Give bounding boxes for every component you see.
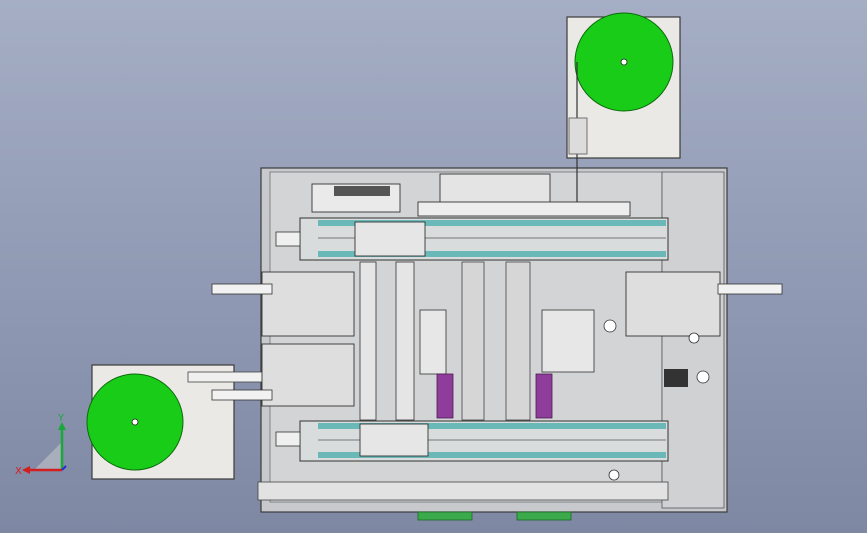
motor-lower (275, 431, 301, 447)
display-screen (334, 186, 390, 196)
bottom-tab-left (417, 511, 473, 521)
sensor-2 (688, 332, 700, 344)
reel-hub (131, 418, 139, 426)
bottom-strip (257, 481, 669, 501)
feeder-right (541, 309, 595, 373)
top-mechanism (311, 173, 631, 217)
clamp-body (261, 343, 355, 407)
y-axis-arrow (58, 422, 66, 430)
lower-linear-module (275, 420, 669, 462)
guide-3 (461, 261, 485, 421)
vertical-guides (359, 261, 595, 421)
x-axis-arrow (22, 466, 30, 474)
rail-stripe-bottom (318, 251, 666, 257)
reel-guide (568, 117, 588, 155)
purple-block-right (535, 373, 553, 419)
rail-stripe-top (318, 220, 666, 226)
guide-2 (395, 261, 415, 421)
sensor-4 (608, 469, 620, 481)
square-block (664, 369, 688, 387)
reel-top-right (566, 12, 681, 215)
purple-block-left (436, 373, 454, 419)
guide-4 (505, 261, 531, 421)
cylinder (211, 283, 273, 295)
rail-carriage (359, 423, 429, 457)
upper-linear-module (275, 217, 669, 261)
cylinder (211, 389, 273, 401)
sensor-1 (603, 319, 617, 333)
clamp-body (625, 271, 721, 337)
axis-plane (34, 442, 62, 470)
reel-hub (620, 58, 628, 66)
rail-stripe-top (318, 423, 666, 429)
clamp-body (261, 271, 355, 337)
cylinder (717, 283, 783, 295)
reel-bottom-left (86, 364, 267, 480)
rail-carriage (354, 221, 426, 257)
sensor-3 (696, 370, 710, 384)
axis-label-y: Y (57, 413, 65, 424)
z-axis-line (61, 465, 67, 471)
left-clamp-lower (211, 343, 355, 407)
axis-triad: Y X (15, 413, 67, 477)
feeder-bar (417, 201, 631, 217)
motor-upper (275, 231, 301, 247)
right-panel-details (603, 319, 710, 481)
right-clamp (625, 271, 783, 337)
bottom-tab-right (516, 511, 572, 521)
feeder-head (439, 173, 551, 205)
left-clamp-upper (211, 271, 355, 337)
rail-stripe-bottom (318, 452, 666, 458)
reel-feed-arm (187, 371, 267, 383)
guide-1 (359, 261, 377, 421)
axis-label-x: X (15, 466, 22, 477)
feeder-left (419, 309, 447, 375)
